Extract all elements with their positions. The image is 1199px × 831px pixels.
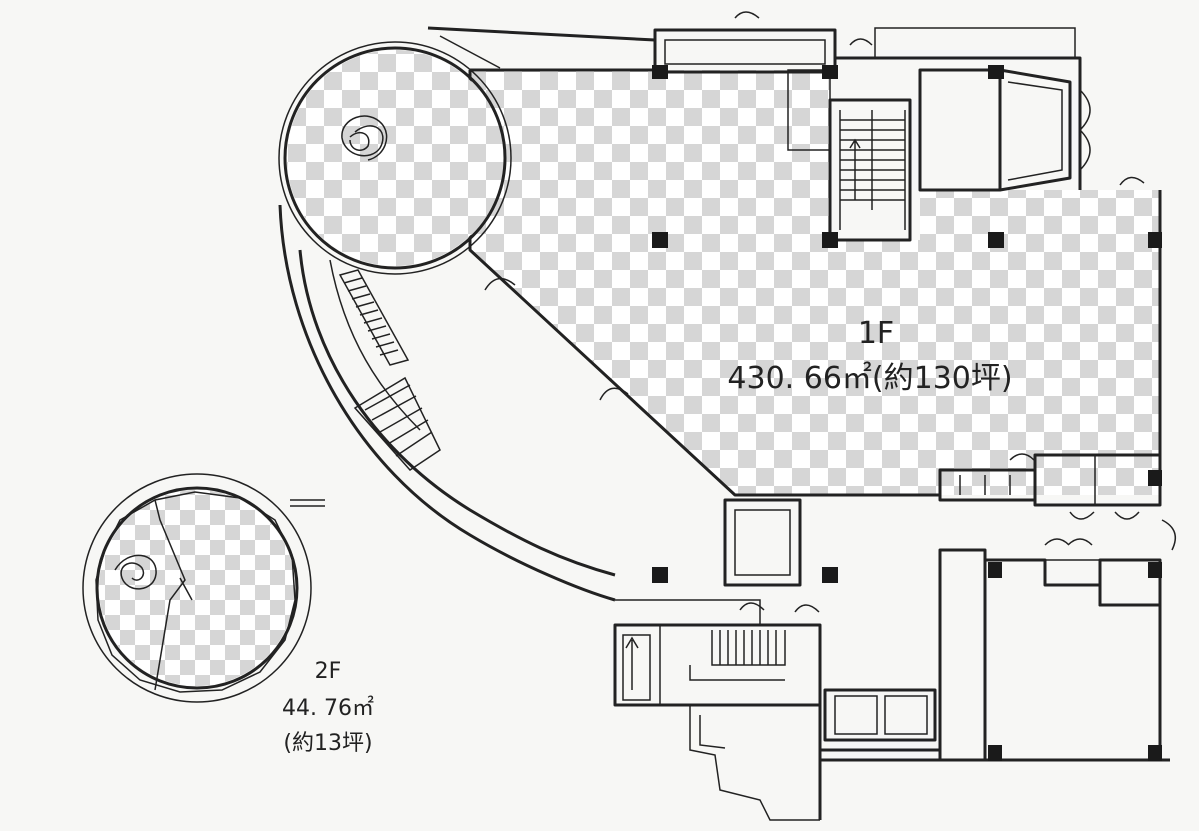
door-icon [739, 602, 820, 613]
floor-1f-label: 1F [858, 316, 894, 351]
central-connector [613, 498, 940, 821]
top-frontage [427, 11, 1082, 190]
floor-2f-label: 2F [315, 659, 342, 684]
spiral-stair-icon [341, 115, 388, 161]
door-icon [1009, 453, 1035, 461]
top-right-room [918, 68, 1145, 192]
floor-1f-area: 430. 66㎡(約130坪) [727, 361, 1012, 396]
door-icon [1069, 511, 1140, 520]
structural-columns [652, 65, 1162, 761]
door-icon [1161, 519, 1177, 551]
curved-corridor [278, 204, 629, 602]
floor-2f-tsubo: (約13坪) [283, 731, 372, 756]
arrow-up-icon [625, 636, 639, 690]
floor-2f-area: 44. 76㎡ [282, 695, 374, 721]
stair-core-top [787, 69, 912, 242]
door-icon [849, 38, 873, 46]
door-icon [1079, 89, 1091, 171]
spiral-stair-2f-icon [114, 554, 157, 590]
door-icon [734, 11, 760, 19]
door-icon [1119, 176, 1145, 186]
right-side-rooms [820, 453, 1177, 762]
door-icon [1044, 538, 1093, 546]
door-icon [484, 277, 516, 291]
door-icon [599, 387, 629, 401]
diagonal-stairs [338, 269, 441, 471]
